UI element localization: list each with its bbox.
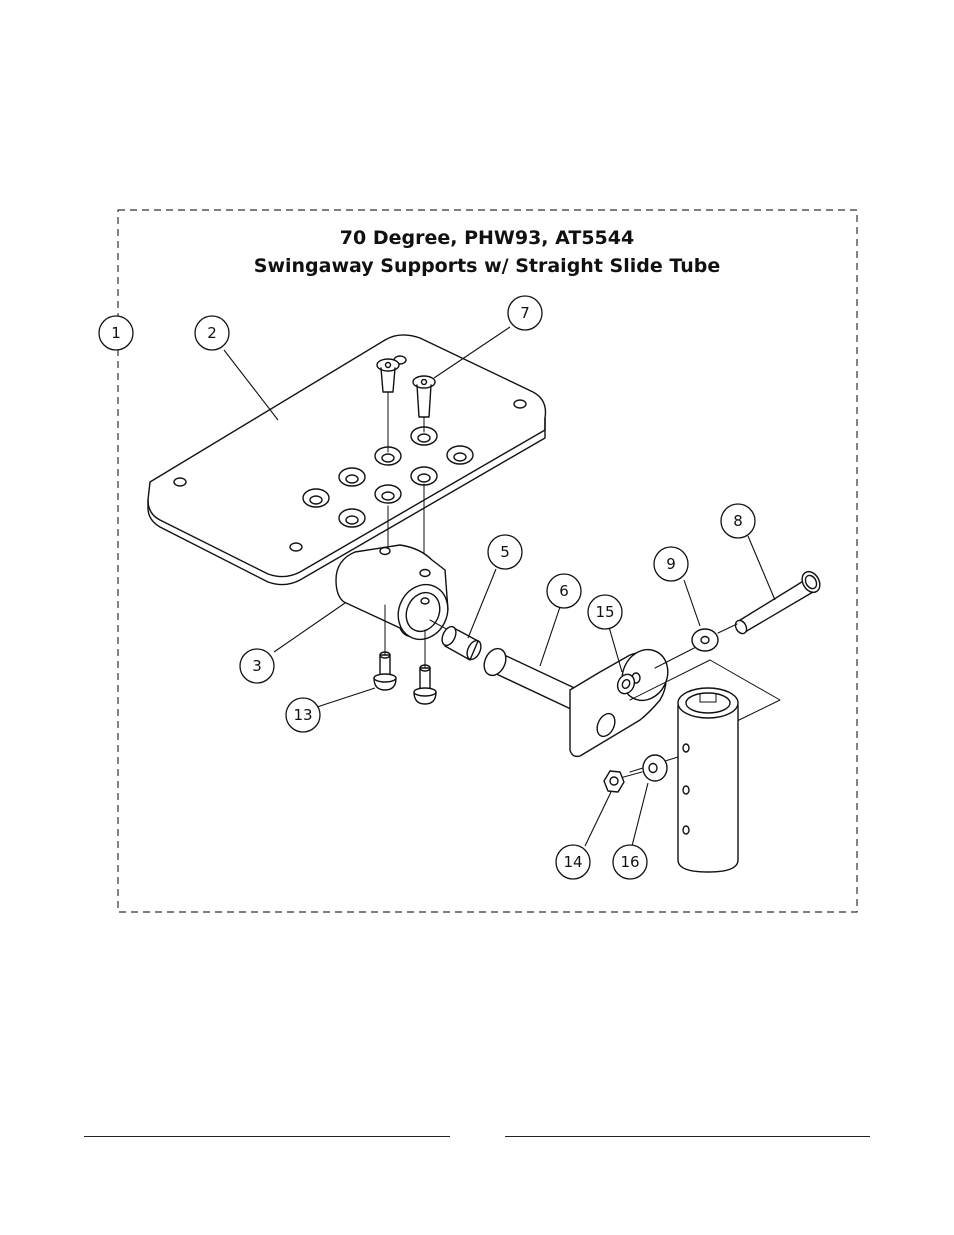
callout-7: 7: [520, 304, 530, 322]
clamp-bracket-part: [335, 544, 449, 691]
callout-15: 15: [595, 603, 614, 621]
callout-8: 8: [733, 512, 743, 530]
callout-9: 9: [666, 555, 676, 573]
diagram-title-line-2: Swingaway Supports w/ Straight Slide Tub…: [254, 255, 720, 277]
button-head-screw-part: [373, 651, 437, 705]
spacer-washer-part: [629, 754, 679, 782]
callout-3: 3: [252, 657, 262, 675]
small-washer-part: [616, 673, 636, 695]
hinge-bracket-part: [569, 644, 781, 758]
washer-part: [691, 628, 719, 652]
callout-1: 1: [111, 324, 121, 342]
bushing-part: [429, 619, 482, 661]
callout-13: 13: [293, 706, 312, 724]
assembly-frame: [117, 209, 858, 913]
callout-circles: [98, 295, 756, 880]
diagram-title-line-1: 70 Degree, PHW93, AT5544: [340, 227, 634, 249]
footer-rule-left: [84, 1136, 450, 1137]
callout-6: 6: [559, 582, 569, 600]
footplate-part: [147, 334, 547, 586]
callout-leaders: [223, 326, 776, 847]
callout-14: 14: [563, 853, 582, 871]
flat-head-screw-part: [376, 358, 436, 567]
callout-5: 5: [500, 543, 510, 561]
lock-nut-part: [603, 770, 643, 793]
slide-tube-part: [677, 687, 739, 873]
callout-2: 2: [207, 324, 217, 342]
callout-16: 16: [620, 853, 639, 871]
hinge-pin-bolt-part: [717, 570, 821, 635]
footer-rule-right: [505, 1136, 870, 1137]
footplate-holes: [302, 426, 474, 528]
